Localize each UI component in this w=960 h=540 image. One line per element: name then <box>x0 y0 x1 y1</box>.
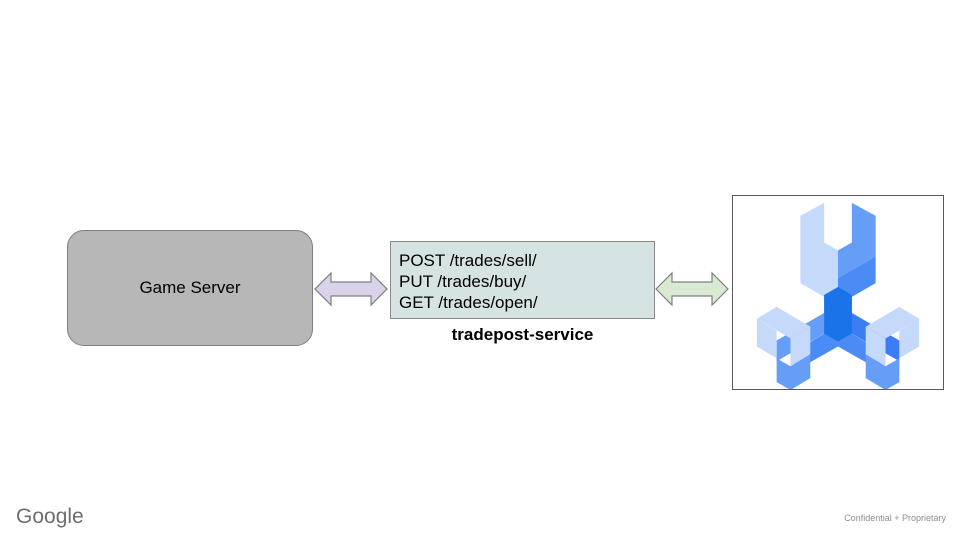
wrench-center-hub <box>824 287 852 342</box>
endpoint-line: POST /trades/sell/ <box>399 251 537 270</box>
right-arrow-shape <box>655 271 729 307</box>
endpoint-line: PUT /trades/buy/ <box>399 272 527 291</box>
game-server-box[interactable]: Game Server <box>67 230 313 346</box>
game-server-label: Game Server <box>139 277 241 297</box>
isometric-wrench-icon <box>756 202 920 389</box>
google-wordmark: Google <box>16 505 84 528</box>
tradepost-service-caption: tradepost-service <box>451 325 594 344</box>
endpoint-line: GET /trades/open/ <box>399 293 538 312</box>
wrench-right-prong <box>838 304 920 389</box>
tooling-icon-panel[interactable] <box>732 195 944 390</box>
confidential-notice: Confidential + Proprietary <box>844 513 946 523</box>
left-arrow-shape <box>314 271 388 307</box>
tradepost-service-box[interactable]: POST /trades/sell/ PUT /trades/buy/ GET … <box>390 241 655 319</box>
wrench-left-prong <box>756 304 838 389</box>
right-bidirectional-arrow <box>655 271 729 307</box>
left-bidirectional-arrow <box>314 271 388 307</box>
